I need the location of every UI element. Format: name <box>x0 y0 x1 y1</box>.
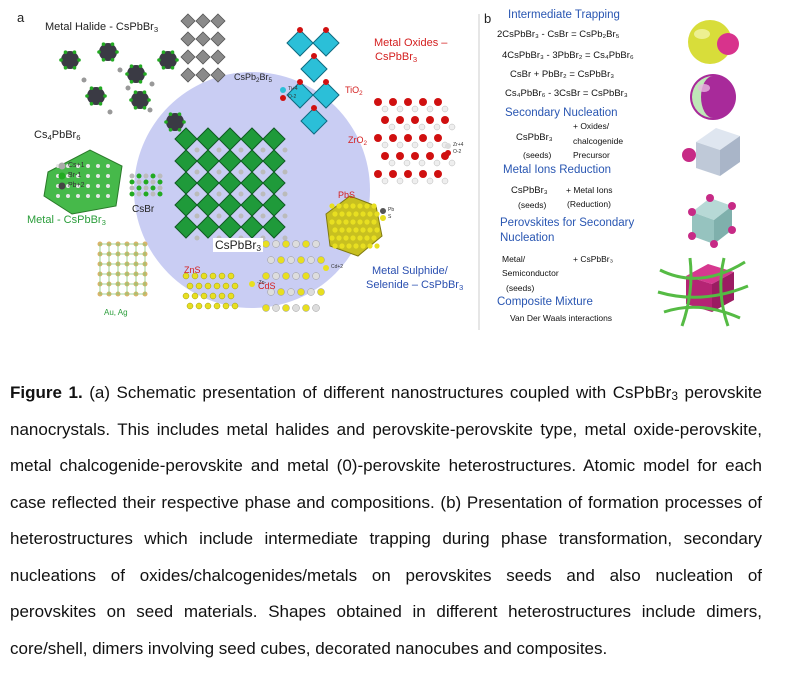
legend-cs-label: Cs+1 <box>68 162 85 169</box>
perovskites-secondary-heading-2: Nucleation <box>500 232 555 244</box>
br-legend-dot <box>58 172 66 180</box>
composite-mixture-heading: Composite Mixture <box>497 296 593 308</box>
zn-legend-dot <box>249 281 255 287</box>
oxides-title-line2: CsPbBr3 <box>375 51 418 64</box>
panel-b-letter: b <box>484 11 492 26</box>
caption-text-a: (a) Schematic presentation of different … <box>82 383 672 402</box>
intermediate-trapping-heading: Intermediate Trapping <box>508 9 620 21</box>
legend-br-label: Br-1 <box>68 172 82 179</box>
mir-seed-formula: CsPbBr₃ <box>511 185 548 196</box>
pb-legend-label: Pb <box>388 207 395 213</box>
zn-legend-label: -Zn- <box>257 280 267 286</box>
center-cspbbr3-label: CsPbBr3 <box>213 238 264 253</box>
tio2-octahedra-column <box>286 27 340 135</box>
equation-3: CsBr + PbBr₂ = CsPbBr₃ <box>510 69 615 80</box>
csbr-label: CsBr <box>132 204 155 215</box>
equation-4: Cs₄PbBr₆ - 3CsBr = CsPbBr₃ <box>505 88 628 99</box>
sn-seed-note: (seeds) <box>523 150 552 160</box>
au-ag-label: Au, Ag <box>104 308 128 317</box>
schematic-svg <box>43 13 749 330</box>
decorated-nanocube-icon <box>688 194 736 248</box>
cd-legend-label: Cd+2 <box>331 264 344 270</box>
mir-reagent-2: (Reduction) <box>567 199 611 209</box>
cds-label: CdS <box>258 281 276 291</box>
sn-seed-formula: CsPbBr₃ <box>516 132 553 143</box>
cube-dimer-icon <box>682 128 740 176</box>
ti-legend-label: Ti+4 <box>288 86 298 92</box>
pbs-label: PbS <box>338 190 356 200</box>
sn-precursor-2: chalcogenide <box>573 136 624 146</box>
secondary-nucleation-heading: Secondary Nucleation <box>505 107 618 119</box>
figure-1-artwork: a Metal Halide - CsPbBr3 CsPb2Br5 Cs4PbB… <box>0 0 795 345</box>
s-legend-label: S <box>388 214 392 220</box>
equation-1: 2CsPbBr₃ - CsBr = CsPb₂Br₅ <box>497 29 620 40</box>
perovskites-secondary-heading-1: Perovskites for Secondary <box>500 217 635 229</box>
pb-legend-dot-2 <box>380 208 386 214</box>
sulphide-title-line1: Metal Sulphide/ <box>372 265 448 277</box>
cspbbr3-octahedra-lattice <box>174 127 288 241</box>
oxides-title-line1: Metal Oxides – <box>374 37 448 49</box>
caption-label: Figure 1. <box>10 383 83 402</box>
composite-cube-icon <box>657 257 749 327</box>
core-shell-sphere-icon <box>690 74 736 120</box>
pb-legend-dot <box>58 182 66 190</box>
metal-halide-title: Metal Halide - CsPbBr3 <box>45 21 159 34</box>
psn-seed-2: Semiconductor <box>502 268 559 278</box>
au-ag-lattice <box>97 241 148 297</box>
caption-subscript: 3 <box>671 389 678 403</box>
psn-seed-1: Metal/ <box>502 254 526 264</box>
zro2-label: ZrO2 <box>348 135 368 147</box>
composite-mixture-text: Van Der Waals interactions <box>510 313 613 323</box>
panel-a-letter: a <box>17 10 25 25</box>
zr-legend-label: Zr+4 <box>453 142 464 148</box>
figure-caption: Figure 1. (a) Schematic presentation of … <box>10 375 762 667</box>
tio2-label: TiO2 <box>345 85 363 97</box>
csbr-cluster <box>129 173 163 197</box>
sulphide-title-line2: Selenide – CsPbBr3 <box>366 279 464 292</box>
metal-cspbbr3-title: Metal - CsPbBr3 <box>27 214 106 227</box>
psn-seed-3: (seeds) <box>506 283 535 293</box>
equation-2: 4CsPbBr₃ - 3PbBr₂ = Cs₄PbBr₆ <box>502 50 634 61</box>
caption-text-b: perovskite nanocrystals. This includes m… <box>10 383 762 658</box>
zro2-lattice <box>374 98 456 185</box>
psn-reagent: + CsPbBr₃ <box>573 254 614 264</box>
zr-o-legend-label: O-2 <box>453 149 462 155</box>
zr-legend-dot <box>445 143 451 149</box>
cs-legend-dot <box>58 162 66 170</box>
pbs-nanocrystal <box>325 195 383 257</box>
s-legend-dot <box>380 215 386 221</box>
zns-lattice <box>182 272 239 310</box>
metal-ions-reduction-heading: Metal Ions Reduction <box>503 164 612 176</box>
mir-reagent-1: + Metal Ions <box>566 185 613 195</box>
cspb2br5-structure <box>180 13 226 83</box>
sn-precursor-1: + Oxides/ <box>573 121 610 131</box>
cspb2br5-label: CsPb2Br5 <box>234 72 273 84</box>
o-legend-dot <box>280 95 286 101</box>
mir-seed-note: (seeds) <box>518 200 547 210</box>
zr-o-legend-dot <box>445 150 451 156</box>
legend-pb-label: Pb+2 <box>68 182 85 189</box>
dimer-sphere-icon <box>688 20 739 64</box>
cs4pbbr6-label: Cs4PbBr6 <box>34 129 81 142</box>
sn-precursor-3: Precursor <box>573 150 610 160</box>
ti-legend-dot <box>280 87 286 93</box>
cds-lattice <box>262 240 325 312</box>
o-legend-label: O-2 <box>288 94 297 100</box>
cd-legend-dot <box>323 265 329 271</box>
zns-label: ZnS <box>184 265 201 275</box>
